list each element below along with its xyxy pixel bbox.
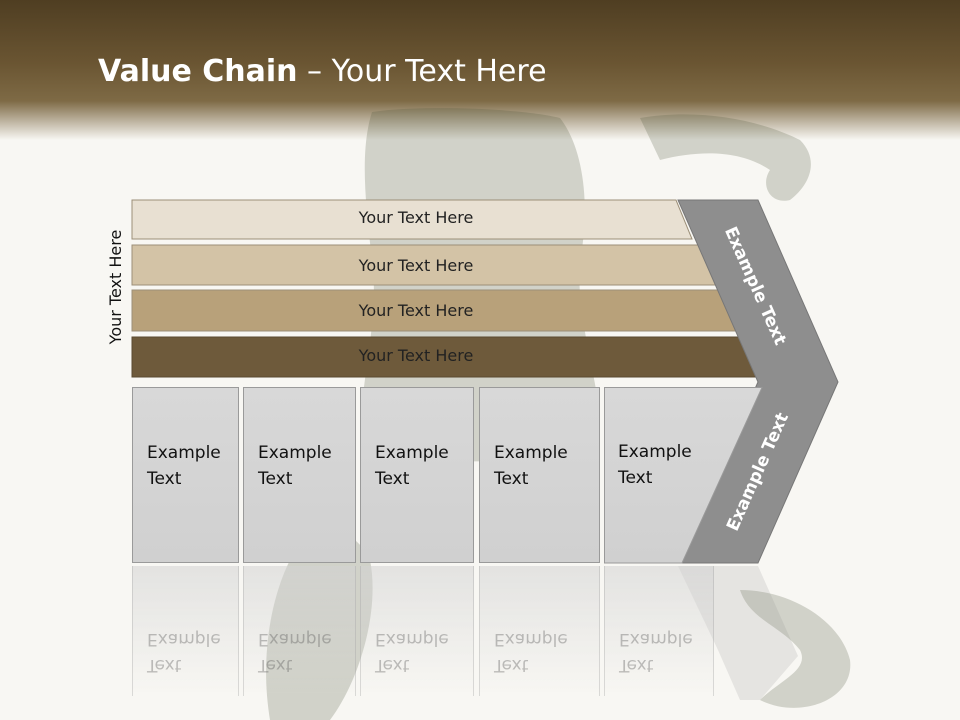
title-rest: – Your Text Here: [297, 54, 547, 89]
slide-title: Value Chain – Your Text Here: [98, 54, 547, 89]
bar-1: [131, 199, 693, 240]
title-bold: Value Chain: [98, 54, 298, 89]
activity-box-5-shape: [604, 387, 763, 564]
bar-2-label: Your Text Here: [358, 256, 474, 275]
bar-4-label: Your Text Here: [358, 346, 474, 365]
bar-3-label: Your Text Here: [358, 301, 474, 320]
chevron-arrow: [677, 199, 839, 564]
header-band: [0, 0, 960, 140]
bar-1-label: Your Text Here: [358, 208, 474, 227]
